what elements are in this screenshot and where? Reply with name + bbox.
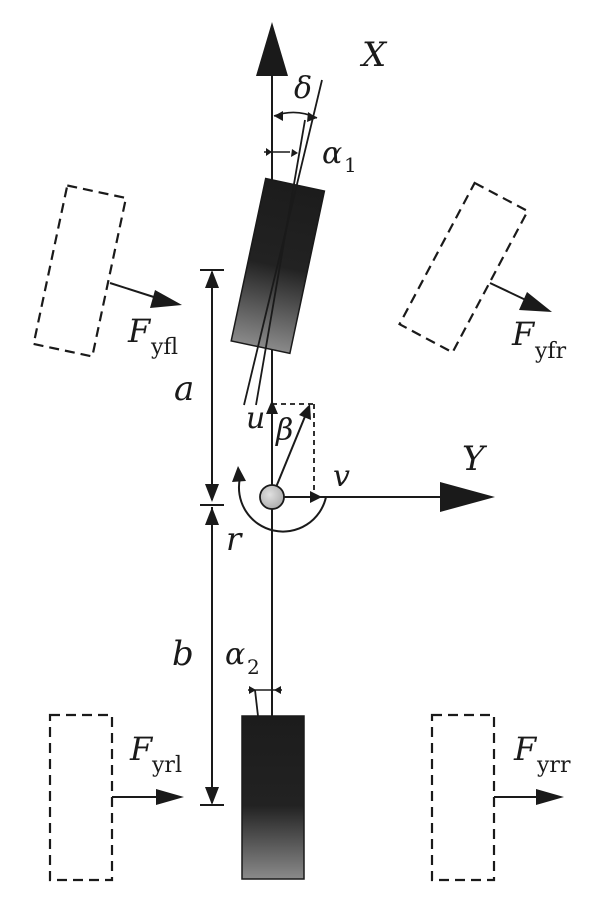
steer-angle-arrowhead-left: [274, 111, 283, 121]
force-fl-arrowhead: [150, 290, 182, 308]
velocity-u-label: u: [246, 401, 265, 436]
center-of-gravity: [259, 484, 285, 510]
front-slip-arrow-right: [291, 149, 298, 157]
force-fr-symbol: F: [511, 315, 536, 353]
dimension-a-top-arrow: [205, 270, 219, 288]
yaw-rate-label: r: [226, 520, 243, 558]
yaw-rate-arc: [237, 477, 327, 533]
rear-wheel: [241, 715, 305, 880]
x-axis-label: X: [359, 35, 388, 75]
dimension-b-label: b: [172, 634, 194, 674]
force-rr-arrowhead: [536, 789, 564, 805]
force-fr-subscript: yfr: [534, 339, 567, 364]
force-rl-symbol: F: [129, 730, 154, 768]
force-fr-arrowhead: [519, 292, 552, 312]
steer-angle-arrowhead-right: [307, 112, 317, 122]
force-rl-subscript: yrl: [151, 753, 182, 778]
y-axis-label: Y: [462, 439, 488, 479]
force-rr-subscript: yrr: [536, 753, 571, 778]
front-wheel-heading-line: [243, 79, 323, 406]
dimension-a-label: a: [174, 369, 194, 409]
rear-slip-angle-subscript: 2: [247, 655, 260, 679]
force-fr-arrow-shaft: [489, 282, 531, 303]
front-slip-angle-symbol: α: [322, 136, 342, 171]
dimension-b-top-arrow: [205, 507, 219, 525]
rear-velocity-direction-line: [254, 689, 259, 717]
x-axis-arrowhead: [256, 22, 288, 76]
resultant-velocity-vector: [271, 413, 307, 498]
rear-slip-arrow-right: [274, 686, 281, 694]
yaw-rate-arrowhead: [232, 466, 246, 482]
force-rl-arrowhead: [156, 789, 184, 805]
rear-right-tire-dashed: [430, 713, 496, 882]
steer-angle-label: δ: [294, 71, 312, 106]
front-left-tire-dashed: [32, 184, 128, 358]
rear-left-tire-dashed: [48, 713, 114, 882]
velocity-v-arrowhead: [310, 491, 322, 503]
velocity-v-label: v: [333, 459, 350, 494]
rear-slip-arrow-left: [249, 686, 256, 694]
rear-slip-angle-symbol: α: [225, 637, 245, 672]
force-fl-subscript: yfl: [150, 335, 178, 360]
front-right-tire-dashed: [398, 181, 530, 354]
front-slip-angle-subscript: 1: [344, 153, 357, 177]
force-fl-arrow-shaft: [109, 282, 161, 300]
dimension-b-bottom-arrow: [205, 787, 219, 805]
sideslip-angle-label: β: [275, 413, 293, 448]
force-fl-symbol: F: [127, 312, 152, 350]
force-rr-symbol: F: [513, 730, 538, 768]
velocity-u-arrowhead: [266, 400, 278, 414]
y-axis-arrowhead: [440, 482, 495, 512]
front-slip-arrow-left: [266, 148, 272, 156]
dimension-a-bottom-arrow: [205, 484, 219, 502]
resultant-velocity-arrowhead: [299, 404, 311, 420]
front-velocity-direction-line: [255, 119, 306, 406]
